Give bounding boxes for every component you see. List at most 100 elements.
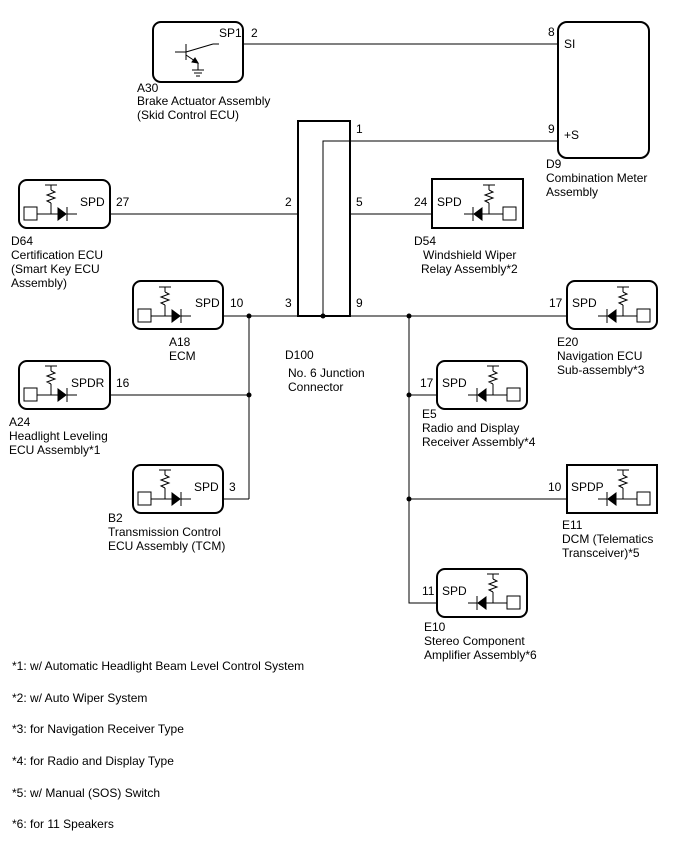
component-e20: SPD 17 E20 Navigation ECU Sub-assembly*3 [549,280,658,377]
component-a30: SP1 2 A30 Brake Actuator Assembly (Skid … [137,21,270,122]
b2-name-1: Transmission Control [108,525,221,539]
component-b2: SPD 3 B2 Transmission Control ECU Assemb… [108,464,236,553]
resistor-diode-icon [23,184,77,221]
component-d54: SPD 24 D54 Windshield Wiper Relay Assemb… [414,178,524,276]
e5-name-1: Radio and Display [422,421,519,435]
d64-name-1: Certification ECU [11,248,103,262]
e20-box [566,280,658,330]
splice-e11 [406,496,412,502]
footnote-2: *2: w/ Auto Wiper System [12,691,147,705]
d64-pin: 27 [116,195,130,209]
a18-code: A18 [169,335,191,349]
d64-signal: SPD [80,195,105,209]
a18-pin: 10 [230,296,244,310]
a18-box [132,280,224,330]
resistor-diode-icon [464,184,517,221]
d100-pin-9: 9 [356,296,363,310]
b2-signal: SPD [194,480,219,494]
a24-name-1: Headlight Leveling [9,429,108,443]
d100-pin-5: 5 [356,195,363,209]
e20-name-1: Navigation ECU [557,349,642,363]
a30-box [152,21,244,83]
e10-pin: 11 [422,584,435,598]
footnote-3: *3: for Navigation Receiver Type [12,722,184,736]
e10-signal: SPD [442,584,467,598]
component-e5: SPD 17 E5 Radio and Display Receiver Ass… [420,360,536,449]
d9-pin-si: 8 [548,25,555,39]
e10-box [436,568,528,618]
a30-name-1: Brake Actuator Assembly [137,94,270,108]
d54-name-1: Windshield Wiper [423,248,516,262]
d9-signal-si: SI [564,37,575,51]
d100-name-2: Connector [288,380,343,394]
d100-pin-2: 2 [285,195,292,209]
a18-name-1: ECM [169,349,196,363]
component-e11: SPDP 10 E11 DCM (Telematics Transceiver)… [548,464,658,560]
e11-signal: SPDP [571,480,604,494]
resistor-diode-icon [598,286,651,323]
a24-box [18,360,111,410]
footnotes: *1: w/ Automatic Headlight Beam Level Co… [12,659,304,831]
d9-box [557,21,650,159]
a30-signal: SP1 [219,26,242,40]
e5-signal: SPD [442,376,467,390]
d9-code: D9 [546,157,562,171]
d64-name-2: (Smart Key ECU [11,262,100,276]
d54-pin: 24 [414,195,428,209]
component-a18: SPD 10 A18 ECM [132,280,244,363]
junction-d100: 1 2 5 3 9 D100 No. 6 Junction Connector [285,120,365,394]
a18-signal: SPD [195,296,220,310]
a24-name-2: ECU Assembly*1 [9,443,101,457]
e5-box [436,360,528,410]
e5-name-2: Receiver Assembly*4 [422,435,536,449]
footnote-6: *6: for 11 Speakers [12,817,114,831]
e5-pin: 17 [420,376,434,390]
e11-code: E11 [562,518,583,532]
e11-name-2: Transceiver)*5 [562,546,640,560]
splice-a18 [246,313,252,319]
resistor-diode-icon [137,469,191,506]
e5-code: E5 [422,407,437,421]
d100-pin-3: 3 [285,296,292,310]
b2-pin: 3 [229,480,236,494]
d54-name-2: Relay Assembly*2 [421,262,518,276]
b2-box [132,464,224,514]
d100-code: D100 [285,348,314,362]
d64-code: D64 [11,234,33,248]
splice-e5 [406,392,412,398]
component-d9: 8 SI 9 +S D9 Combination Meter Assembly [546,21,650,199]
e11-name-1: DCM (Telematics [562,532,653,546]
e10-name-1: Stereo Component [424,634,525,648]
d9-signal-s: +S [564,128,579,142]
component-d64: SPD 27 D64 Certification ECU (Smart Key … [11,179,130,290]
d54-signal: SPD [437,195,462,209]
footnote-1: *1: w/ Automatic Headlight Beam Level Co… [12,659,304,673]
splice-e20 [406,313,412,319]
e20-pin: 17 [549,296,563,310]
a30-code: A30 [137,81,159,95]
resistor-diode-icon [468,365,521,402]
d100-name-1: No. 6 Junction [288,366,365,380]
d9-name-1: Combination Meter [546,171,647,185]
d9-name-2: Assembly [546,185,598,199]
a30-name-2: (Skid Control ECU) [137,108,239,122]
wire-right-bus [408,316,437,604]
footnote-4: *4: for Radio and Display Type [12,754,174,768]
e11-pin: 10 [548,480,562,494]
e10-name-2: Amplifier Assembly*6 [424,648,537,662]
d64-box [18,179,111,229]
resistor-diode-icon [137,286,191,323]
footnote-5: *5: w/ Manual (SOS) Switch [12,786,160,800]
transistor-icon [175,43,219,77]
junction-box [297,120,351,317]
e20-signal: SPD [572,296,597,310]
e10-code: E10 [424,620,446,634]
a24-pin: 16 [116,376,130,390]
resistor-diode-icon [23,365,77,402]
d64-name-3: Assembly) [11,276,67,290]
b2-name-2: ECU Assembly (TCM) [108,539,225,553]
d54-code: D54 [414,234,436,248]
component-e10: SPD 11 E10 Stereo Component Amplifier As… [422,568,537,662]
b2-code: B2 [108,511,123,525]
